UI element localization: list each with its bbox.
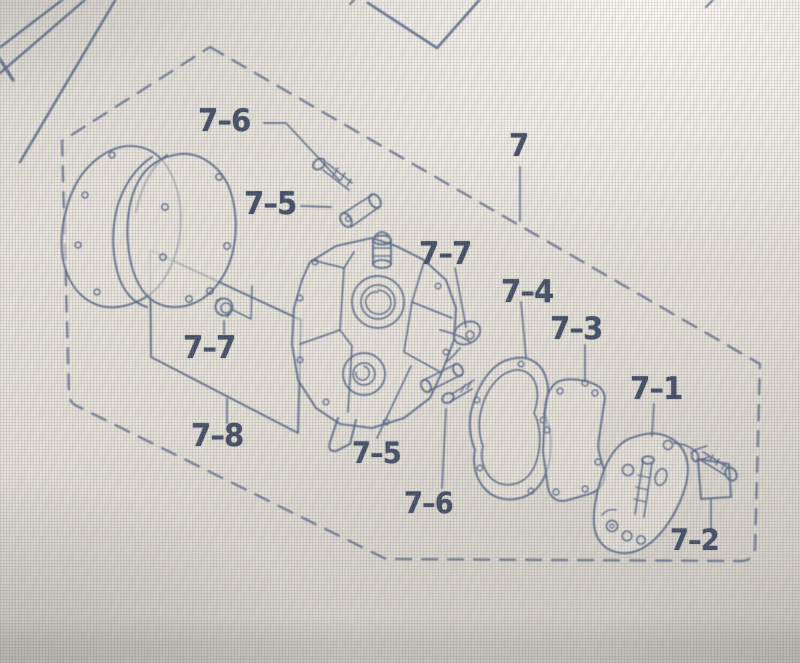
callout-7-4: 7–4 xyxy=(501,274,554,310)
callout-7-7-left: 7–7 xyxy=(183,330,236,366)
valve-unit-7-1 xyxy=(592,432,697,555)
callout-7-6-bottom: 7–6 xyxy=(404,486,454,520)
top-left-diagonal-lines xyxy=(0,0,117,164)
callout-7-5-bottom: 7–5 xyxy=(352,436,402,470)
callout-7-5-top: 7–5 xyxy=(244,186,297,222)
nut-7-7-left xyxy=(214,285,253,320)
callout-7-7-right: 7–7 xyxy=(419,236,472,272)
callout-7-2: 7–2 xyxy=(670,523,720,557)
callout-7-1: 7–1 xyxy=(630,371,683,407)
pivot-arm xyxy=(439,320,482,363)
callout-7-3: 7–3 xyxy=(550,311,603,347)
pump-body xyxy=(290,230,482,453)
plug-7-7-top xyxy=(371,230,393,270)
screw-7-6-top xyxy=(312,157,353,191)
cover-screw-holes xyxy=(74,151,232,303)
screw-7-6-bottom xyxy=(441,379,475,405)
callout-7-6-top: 7–6 xyxy=(198,103,251,139)
gasket-contour xyxy=(112,155,154,309)
front-cover xyxy=(126,152,237,309)
top-rectangle-corner xyxy=(348,0,715,50)
pump-ear-holes xyxy=(296,258,450,426)
pump-outline xyxy=(290,236,458,430)
leader-lines xyxy=(223,122,712,532)
dashed-boundary xyxy=(60,45,762,563)
bracket-7-2 xyxy=(690,445,738,501)
pin-7-5-bottom xyxy=(419,362,465,394)
left-cover-assembly xyxy=(60,144,237,309)
callout-7-8: 7–8 xyxy=(191,418,244,454)
pump-foot xyxy=(328,416,358,453)
stud-7-5-top xyxy=(339,193,382,228)
callout-7-assembly: 7 xyxy=(509,128,529,164)
mounting-plate-7-8 xyxy=(148,248,303,435)
